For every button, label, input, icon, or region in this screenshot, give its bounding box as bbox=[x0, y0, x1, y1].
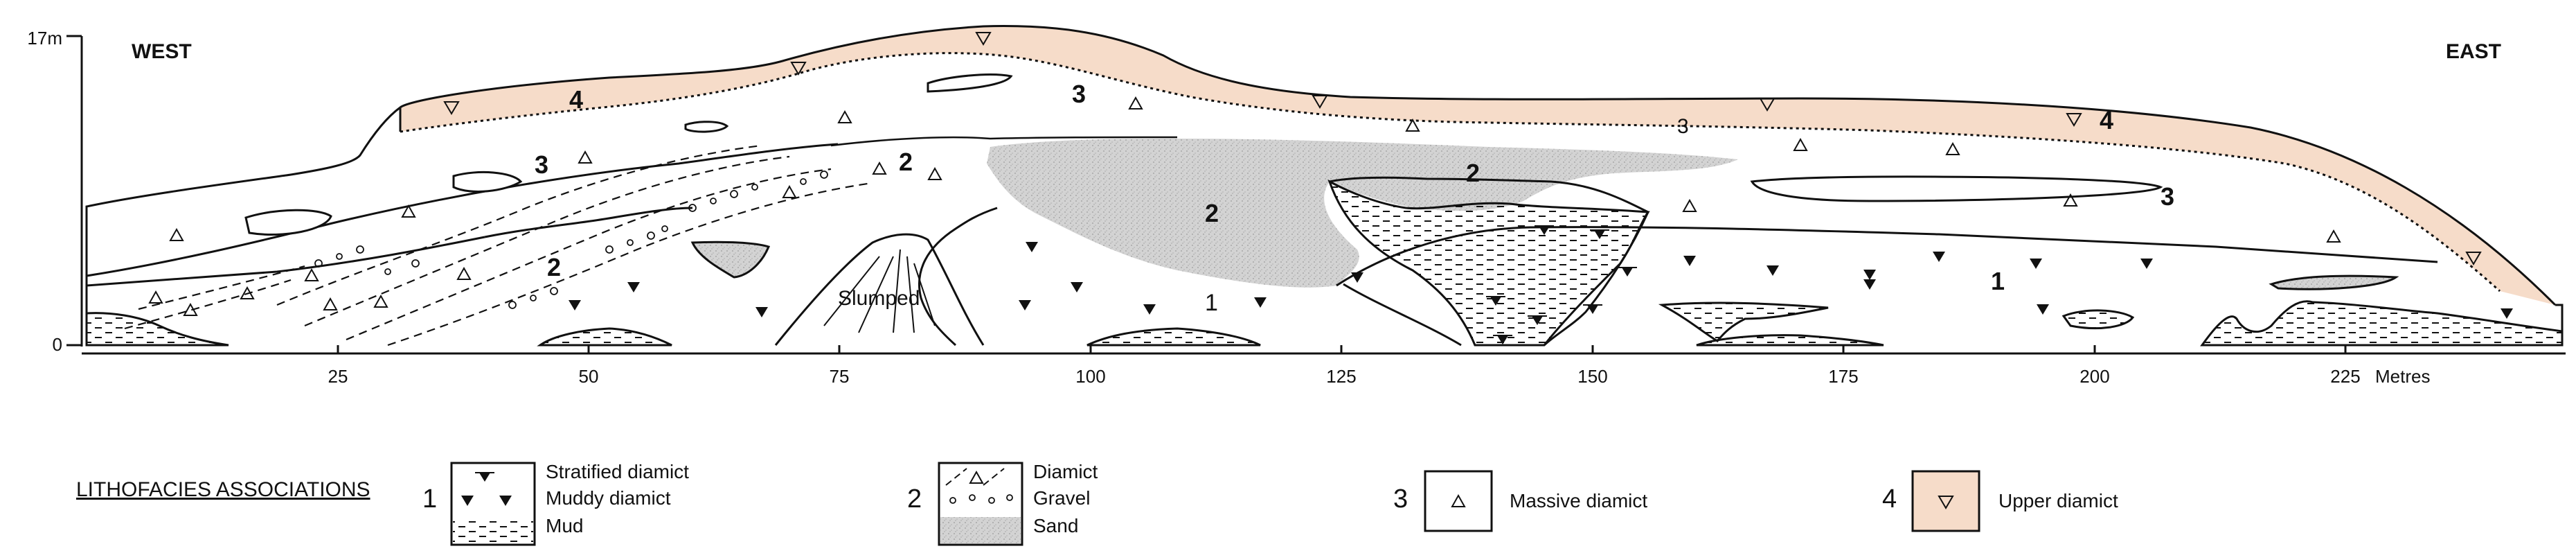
mud-lenses bbox=[85, 300, 2564, 347]
mud-lens-centre bbox=[1327, 179, 1650, 347]
legend-2-swatch bbox=[938, 462, 1023, 546]
sand-top-line bbox=[830, 136, 1178, 147]
unit-3-label-small: 3 bbox=[1677, 115, 1689, 138]
stratification-dashes bbox=[124, 144, 873, 347]
massive-diamict-lenses bbox=[244, 73, 2163, 236]
legend-4-item: Upper diamict bbox=[1998, 490, 2118, 511]
legend-4-swatch bbox=[1911, 470, 1980, 532]
unit-3-label-top: 3 bbox=[1072, 80, 1086, 108]
x-tick-label: 200 bbox=[2079, 366, 2109, 387]
legend-title: LITHOFACIES ASSOCIATIONS bbox=[76, 478, 370, 501]
unit-4-label-east: 4 bbox=[2100, 106, 2113, 134]
x-axis-unit-label: Metres bbox=[2375, 366, 2430, 387]
legend-2-item: Diamict bbox=[1033, 461, 1098, 482]
x-tick-label: 50 bbox=[579, 366, 599, 387]
y-axis-top-label: 17m bbox=[27, 28, 62, 49]
x-tick-label: 150 bbox=[1577, 366, 1607, 387]
legend-2-number: 2 bbox=[907, 484, 922, 514]
legend-1-item: Muddy diamict bbox=[546, 487, 671, 509]
y-axis-bottom-label: 0 bbox=[53, 334, 62, 355]
unit-3-label-west: 3 bbox=[535, 150, 548, 179]
unit-2-label-sand: 2 bbox=[1205, 199, 1219, 227]
section-outline bbox=[85, 106, 401, 345]
legend-1-swatch bbox=[450, 462, 536, 546]
x-tick-label: 100 bbox=[1075, 366, 1105, 387]
legend-3-item: Massive diamict bbox=[1510, 490, 1647, 511]
legend-1-number: 1 bbox=[422, 484, 437, 514]
unit-3-label-east: 3 bbox=[2161, 182, 2174, 211]
west-label: WEST bbox=[132, 40, 192, 63]
slumped-label: Slumped bbox=[838, 287, 920, 310]
unit-2-label-west: 2 bbox=[547, 253, 561, 281]
sand-body-unit-2 bbox=[987, 139, 1738, 288]
x-tick-label: 25 bbox=[328, 366, 348, 387]
legend-4-number: 4 bbox=[1882, 484, 1897, 514]
legend-3-swatch bbox=[1424, 470, 1493, 532]
legend-3-number: 3 bbox=[1393, 484, 1408, 514]
unit-4-label-west: 4 bbox=[569, 85, 583, 114]
sand-lenses bbox=[690, 240, 2399, 290]
legend-1-item: Stratified diamict bbox=[546, 461, 689, 482]
slumped-lines bbox=[823, 249, 936, 333]
legend: LITHOFACIES ASSOCIATIONS 1 Stratified di… bbox=[76, 461, 2118, 546]
east-label: EAST bbox=[2446, 40, 2501, 63]
y-axis bbox=[66, 35, 83, 347]
unit-1-label-centre: 1 bbox=[1205, 290, 1218, 316]
upper-diamict-top-line bbox=[400, 25, 2557, 306]
unit-1-label-east: 1 bbox=[1991, 267, 2005, 295]
legend-2-item: Sand bbox=[1033, 515, 1078, 536]
x-tick-label: 175 bbox=[1828, 366, 1858, 387]
unit-2-label-lens: 2 bbox=[1466, 159, 1480, 187]
legend-2-item: Gravel bbox=[1033, 487, 1090, 509]
x-tick-label: 75 bbox=[830, 366, 850, 387]
upper-diamict-base-line bbox=[400, 52, 2501, 292]
x-tick-label: 125 bbox=[1326, 366, 1356, 387]
gravel-clasts bbox=[314, 170, 828, 309]
legend-1-item: Mud bbox=[546, 515, 583, 536]
x-tick-label: 225 bbox=[2330, 366, 2360, 387]
unit-2-label-upper: 2 bbox=[899, 148, 913, 176]
x-axis bbox=[82, 345, 2566, 355]
